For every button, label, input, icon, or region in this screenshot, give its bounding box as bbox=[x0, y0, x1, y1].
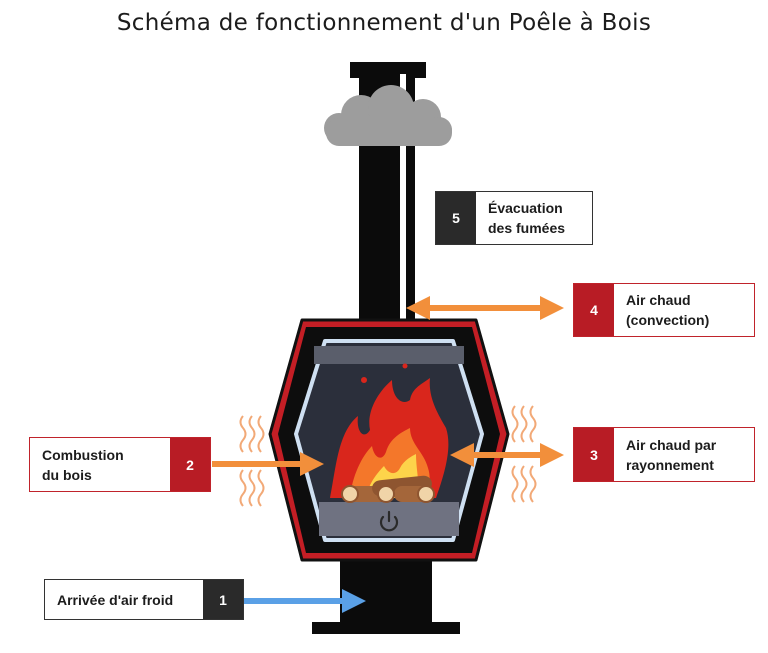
callout-label: Air chaud par rayonnement bbox=[626, 436, 717, 473]
callout-cold-air-intake: Arrivée d'air froid 1 bbox=[44, 579, 244, 620]
callout-label: Air chaud (convection) bbox=[626, 292, 710, 328]
callout-smoke-exhaust: 5 Évacuation des fumées bbox=[435, 191, 593, 245]
callout-label: Arrivée d'air froid bbox=[57, 591, 174, 608]
heat-wave-icon bbox=[511, 405, 537, 503]
step-number-badge: 4 bbox=[574, 284, 614, 336]
chimney-cap bbox=[350, 62, 426, 78]
callout-radiant-heat: 3 Air chaud par rayonnement bbox=[573, 427, 755, 482]
callout-combustion: Combustion du bois 2 bbox=[29, 437, 211, 492]
firebox-top-band bbox=[314, 346, 464, 364]
step-number-badge: 1 bbox=[203, 580, 243, 619]
callout-label: Évacuation des fumées bbox=[488, 200, 566, 236]
callout-label: Combustion du bois bbox=[42, 446, 124, 483]
step-number-badge: 5 bbox=[436, 192, 476, 244]
stove-pedestal bbox=[340, 560, 432, 632]
chimney-highlight bbox=[400, 74, 406, 320]
callout-convection: 4 Air chaud (convection) bbox=[573, 283, 755, 337]
stove-base-plate bbox=[312, 622, 460, 634]
step-number-badge: 3 bbox=[574, 428, 614, 481]
log-icon bbox=[341, 475, 435, 503]
smoke-cloud-icon bbox=[324, 85, 452, 146]
step-number-badge: 2 bbox=[170, 438, 210, 491]
power-icon[interactable] bbox=[379, 510, 399, 532]
diagram-title: Schéma de fonctionnement d'un Poêle à Bo… bbox=[116, 10, 652, 36]
heat-wave-icon bbox=[239, 415, 265, 507]
